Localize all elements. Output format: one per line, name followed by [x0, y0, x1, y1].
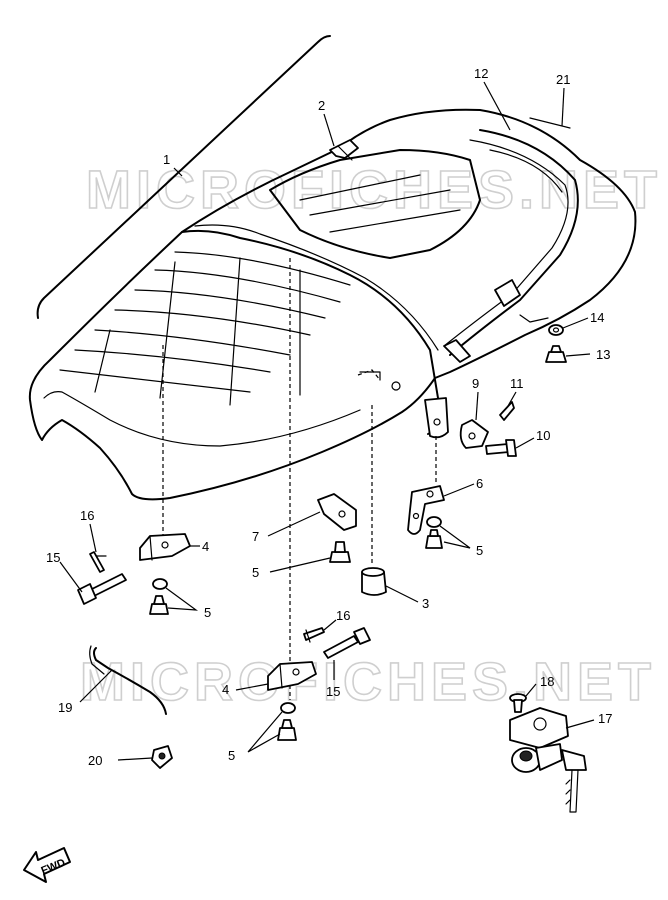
leader-18 [525, 683, 537, 697]
hinge-part-6 [407, 485, 445, 535]
nut-part-5-left [149, 578, 169, 615]
seat-part-1 [28, 108, 637, 501]
fwd-label: FWD [39, 857, 67, 878]
pin-part-16-lower [303, 627, 325, 643]
leader-6 [443, 483, 475, 497]
leader-16-upper [89, 523, 97, 553]
clip-part-20 [151, 745, 173, 769]
hinge-part-4-upper [139, 533, 191, 561]
fwd-arrow-icon: FWD [23, 847, 71, 883]
damper-part-3 [361, 567, 387, 596]
callout-15-upper: 15 [46, 550, 60, 565]
callout-15-lower: 15 [326, 684, 340, 699]
nut-part-5-lower [277, 702, 297, 741]
lock-part-17 [509, 707, 587, 813]
leader-1 [173, 167, 183, 177]
bracket-part-9 [459, 419, 489, 449]
hinge-part-4-lower [267, 661, 317, 691]
bracket-part-7 [317, 493, 357, 531]
bolt-part-15-upper [77, 573, 127, 605]
callout-16-upper: 16 [80, 508, 94, 523]
leader-14 [562, 317, 589, 329]
leader-5-left [165, 587, 199, 611]
bolt-part-10 [485, 439, 517, 457]
leader-19 [79, 669, 113, 703]
leader-10 [515, 437, 535, 449]
leader-7 [267, 511, 321, 537]
watermark-top: MICROFICHES.NET [86, 160, 662, 220]
callout-6: 6 [476, 476, 483, 491]
leader-15-upper [59, 561, 83, 593]
leader-2 [323, 113, 335, 147]
nut-part-13 [545, 345, 567, 363]
nut-part-5-center [329, 541, 351, 563]
callout-14: 14 [590, 310, 604, 325]
watermark-bottom: MICROFICHES.NET [80, 652, 656, 712]
align-line-bracket [357, 369, 381, 381]
callout-4-lower: 4 [222, 682, 229, 697]
callout-2: 2 [318, 98, 325, 113]
pin-part-11 [499, 401, 515, 421]
leader-4-lower [235, 683, 269, 691]
callout-5-left: 5 [204, 605, 211, 620]
nut-part-5-right [425, 516, 443, 549]
callout-19: 19 [58, 700, 72, 715]
leader-5-lower [247, 711, 283, 753]
callout-12: 12 [474, 66, 488, 81]
leader-21 [561, 87, 565, 127]
callout-18: 18 [540, 674, 554, 689]
leader-16-lower [323, 619, 337, 631]
bolt-part-15-lower [323, 627, 371, 659]
assembly-bracket-1 [36, 35, 331, 319]
leader-17 [565, 719, 595, 729]
arrow-21-base [529, 117, 571, 129]
callout-11: 11 [510, 376, 524, 391]
screw-part-18 [509, 693, 527, 713]
callout-3: 3 [422, 596, 429, 611]
leader-3 [385, 585, 419, 603]
leader-11 [507, 391, 517, 407]
callout-9: 9 [472, 376, 479, 391]
rod-part-19 [93, 647, 167, 715]
callout-16-lower: 16 [336, 608, 350, 623]
callout-17: 17 [598, 711, 612, 726]
washer-part-14 [548, 324, 564, 336]
callout-10: 10 [536, 428, 550, 443]
leader-5-right [439, 525, 471, 549]
leader-13 [565, 353, 591, 357]
callout-5-right: 5 [476, 543, 483, 558]
clip-part-2 [329, 139, 359, 161]
callout-5-center: 5 [252, 565, 259, 580]
callout-13: 13 [596, 347, 610, 362]
callout-21: 21 [556, 72, 570, 87]
leader-20 [117, 757, 153, 761]
callout-4-upper: 4 [202, 539, 209, 554]
callout-1: 1 [163, 152, 170, 167]
leader-5-center [269, 557, 331, 573]
leader-9 [475, 391, 479, 421]
pin-part-16-upper [89, 551, 107, 573]
callout-5-lower: 5 [228, 748, 235, 763]
callout-7: 7 [252, 529, 259, 544]
leader-12 [483, 81, 511, 131]
callout-20: 20 [88, 753, 102, 768]
